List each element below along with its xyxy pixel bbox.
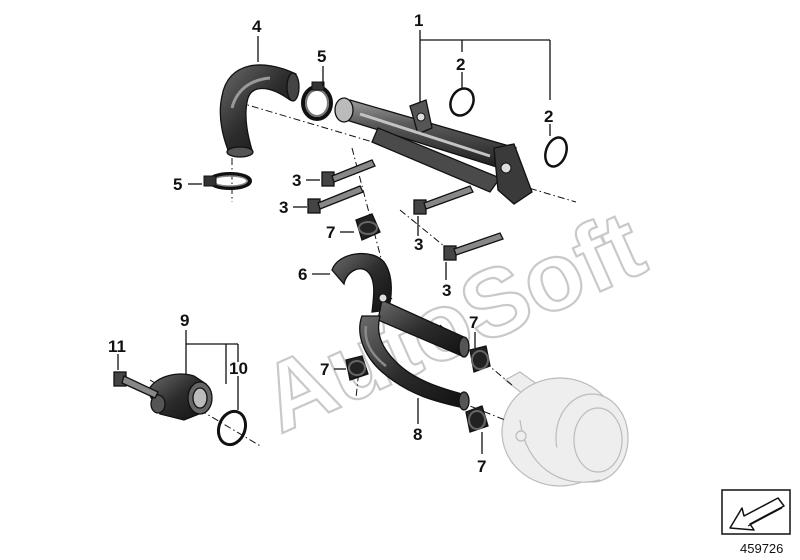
callout-2b: 2 xyxy=(544,107,553,126)
part-hose-clamp-upper xyxy=(301,81,333,121)
callout-7b: 7 xyxy=(469,313,478,332)
ghost-oil-filter-housing xyxy=(501,371,629,487)
part-o-ring-upper xyxy=(449,87,475,117)
navigation-arrow-icon xyxy=(729,497,785,531)
part-clamp-b xyxy=(469,345,491,373)
callout-3c: 3 xyxy=(414,235,423,254)
part-clamp-d xyxy=(465,405,489,433)
callout-5a: 5 xyxy=(317,47,326,66)
part-bolt-c xyxy=(413,185,474,215)
part-clamp-a xyxy=(355,213,381,241)
part-bolt-b xyxy=(307,185,364,214)
part-coolant-pipe xyxy=(334,97,533,205)
callout-4: 4 xyxy=(252,17,262,36)
callout-2a: 2 xyxy=(456,55,465,74)
callout-3a: 3 xyxy=(292,171,301,190)
callout-10: 10 xyxy=(229,359,248,378)
callout-7d: 7 xyxy=(477,457,486,476)
part-o-ring-right xyxy=(544,136,568,168)
callout-3b: 3 xyxy=(279,198,288,217)
part-bolt-a xyxy=(321,159,376,187)
callout-labels: 1 2 2 3 3 3 3 4 5 5 6 7 7 7 7 8 9 10 11 xyxy=(108,11,553,476)
callout-1: 1 xyxy=(414,11,423,30)
navigation-arrow-box[interactable] xyxy=(721,489,791,535)
part-flange-connector xyxy=(147,373,213,421)
callout-3d: 3 xyxy=(442,281,451,300)
callout-7a: 7 xyxy=(326,223,335,242)
part-molded-hose xyxy=(331,252,470,358)
part-hose-clamp-lower xyxy=(203,172,252,190)
part-elbow-hose xyxy=(219,64,300,158)
part-bolt-flange xyxy=(113,371,159,399)
part-o-ring-lower xyxy=(216,409,248,447)
callout-6: 6 xyxy=(298,265,307,284)
callout-9: 9 xyxy=(180,311,189,330)
part-lower-hose xyxy=(359,315,470,411)
callout-7c: 7 xyxy=(320,360,329,379)
callout-11: 11 xyxy=(108,337,126,356)
part-clamp-c xyxy=(345,355,369,381)
callout-8: 8 xyxy=(413,425,422,444)
part-bolt-d xyxy=(443,232,504,261)
reference-number: 459726 xyxy=(740,541,783,556)
leader-lines xyxy=(117,30,551,454)
callout-5b: 5 xyxy=(173,175,182,194)
